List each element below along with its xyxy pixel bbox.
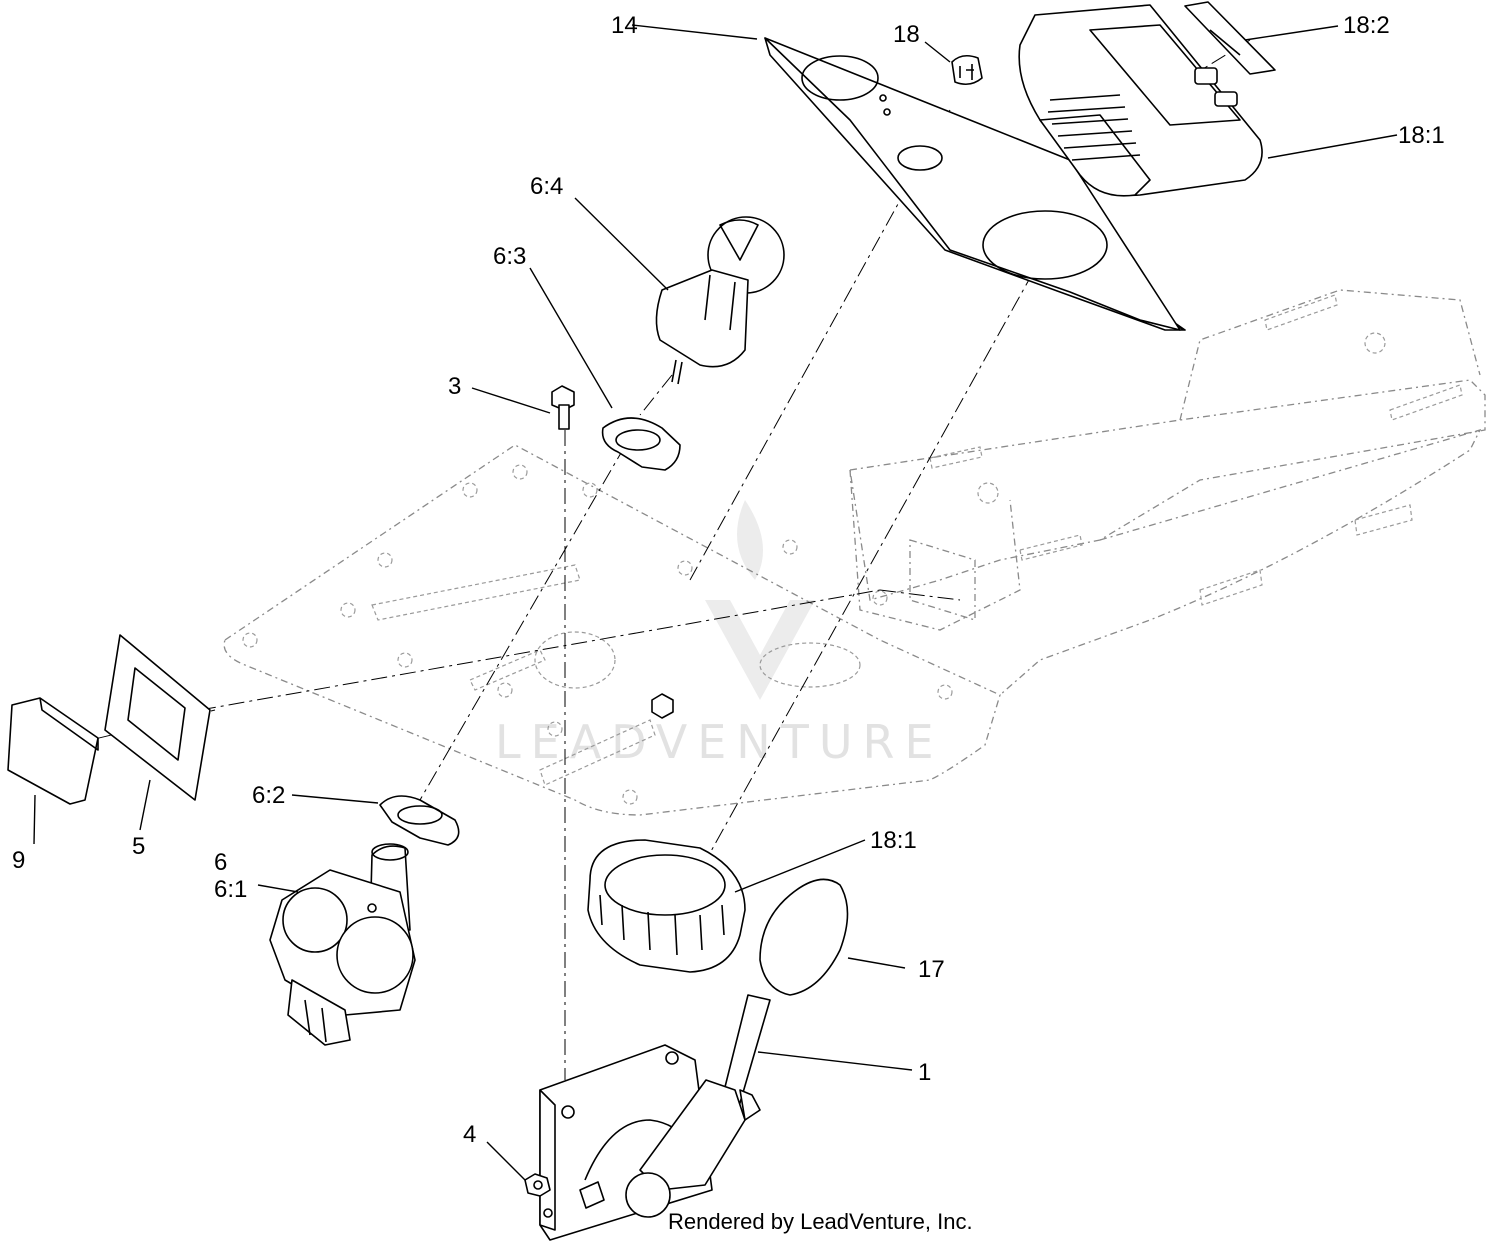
callout-18-1: 18:1 (870, 827, 917, 854)
mounting-plate-phantom (223, 289, 1486, 816)
credit-text: Rendered by LeadVenture, Inc. (668, 1209, 973, 1234)
callout-7: 14 (611, 12, 638, 39)
callout-5: 5 (132, 833, 145, 860)
meter-label (1184, 1, 1276, 75)
callout-18-2: 18:2 (1343, 12, 1390, 39)
callout-1: 1 (918, 1059, 931, 1086)
callout-6-2: 6:2 (252, 782, 285, 809)
switch-knob (655, 216, 785, 385)
callout-18: 18:1 (1398, 122, 1445, 149)
nut-small (524, 1173, 551, 1197)
retaining-ring (587, 839, 746, 973)
clip-14 (951, 54, 983, 86)
callout-14: 18 (893, 21, 920, 48)
plate-bolt (651, 693, 674, 719)
callout-labels: 14 18 18:2 18:1 6:4 6:3 3 9 5 6:2 6 6:1 … (12, 12, 1445, 1148)
bezel (104, 634, 211, 801)
decal-plate (764, 37, 1186, 331)
key-switch (269, 843, 416, 1046)
nut-upper (601, 417, 681, 471)
callout-6-3: 6:3 (493, 243, 526, 270)
callout-9: 9 (12, 847, 25, 874)
nut-lower (379, 795, 460, 846)
lever-knob (759, 878, 849, 996)
lever-bracket (539, 994, 771, 1241)
callout-3: 3 (448, 373, 461, 400)
callout-6-4: 6:4 (530, 173, 563, 200)
watermark: LEADVENTURE (495, 500, 944, 769)
display-insert (7, 697, 99, 805)
callout-6: 6 (214, 849, 227, 876)
hour-meter (1018, 4, 1263, 197)
watermark-text: LEADVENTURE (495, 715, 944, 769)
leader-lines (33, 24, 1398, 1181)
callout-4: 4 (463, 1121, 476, 1148)
callout-17: 17 (918, 956, 945, 983)
screw (551, 385, 575, 430)
callout-6-1: 6:1 (214, 876, 247, 903)
